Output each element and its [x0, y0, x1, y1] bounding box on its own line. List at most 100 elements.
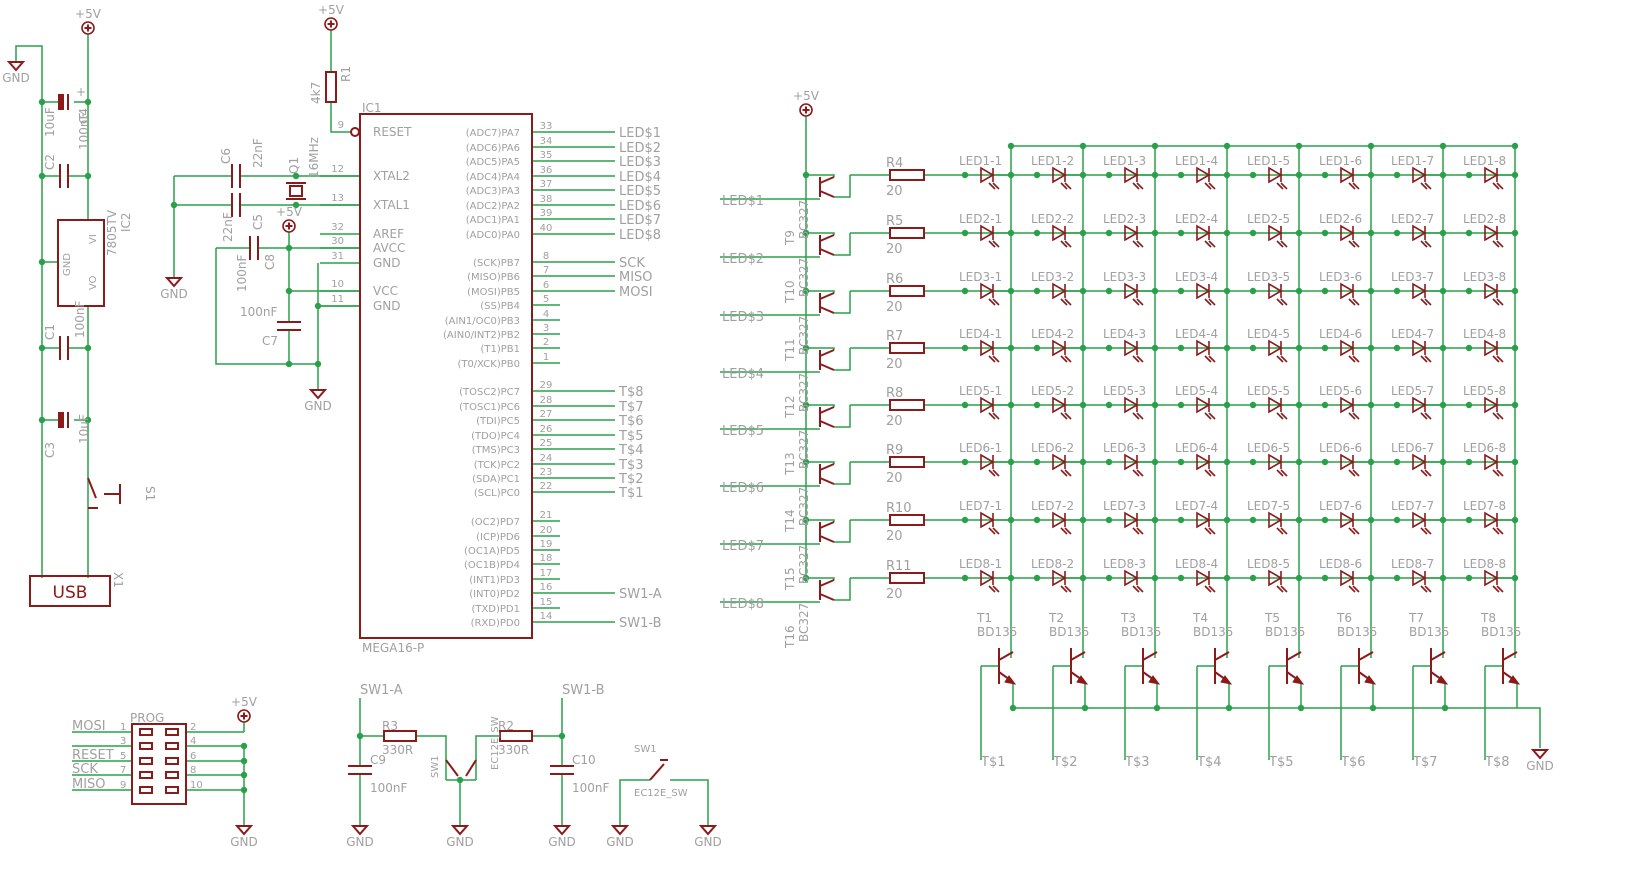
- row-resistor-value: 20: [886, 300, 903, 315]
- junction: [314, 302, 322, 310]
- ground-icon: [164, 277, 184, 288]
- sw1-ref: SW1: [634, 744, 657, 755]
- ground-label: GND: [346, 835, 374, 849]
- junction: [1105, 516, 1113, 524]
- prog-pin-pad: [165, 786, 179, 794]
- c10-ref: C10: [572, 753, 596, 767]
- junction: [1321, 287, 1329, 295]
- led-body: [1124, 224, 1139, 242]
- led-ray: [1064, 469, 1072, 477]
- pin-number-17: 17: [540, 568, 553, 579]
- led-icon: [1412, 339, 1432, 363]
- led-label: LED5-6: [1319, 384, 1362, 398]
- column-transistor: [1502, 651, 1518, 661]
- pin-name-38: (ADC2)PA2: [466, 201, 520, 212]
- ground-icon: [450, 825, 470, 836]
- led-label: LED6-6: [1319, 441, 1362, 455]
- ic2-gnd: GND: [62, 253, 73, 276]
- led-icon: [1196, 453, 1216, 477]
- led-body: [1268, 339, 1283, 357]
- led-icon: [1412, 569, 1432, 593]
- wire: [806, 461, 835, 464]
- gnd-rail: [15, 45, 43, 578]
- junction: [456, 776, 464, 784]
- led-ray: [988, 182, 996, 190]
- pin-number-39: 39: [540, 208, 553, 219]
- led-ray: [1064, 240, 1072, 248]
- led-ray: [1496, 182, 1504, 190]
- vcc-icon: [237, 709, 251, 723]
- row-transistor-part: BC327: [797, 373, 811, 412]
- pin-name-3: (AIN0/INT2)PB2: [443, 330, 520, 341]
- led-icon: [1484, 224, 1504, 248]
- junction: [1007, 142, 1015, 150]
- led-icon: [1124, 339, 1144, 363]
- led-body: [980, 282, 995, 300]
- led-label: LED2-1: [959, 212, 1002, 226]
- led-ray: [988, 355, 996, 363]
- pin-number-21: 21: [540, 510, 553, 521]
- prog-signal: MISO: [72, 777, 106, 792]
- prog-pin-number: 2: [190, 722, 196, 733]
- row-transistor: [819, 521, 835, 529]
- prog-pin-number: 5: [120, 751, 126, 762]
- led-body: [1196, 339, 1211, 357]
- pin-name-19: (OC1A)PD5: [464, 546, 520, 557]
- net-label: SCK: [619, 256, 645, 271]
- led-body: [1340, 224, 1355, 242]
- led-body: [1124, 396, 1139, 414]
- column-net-label: T$7: [1412, 755, 1437, 770]
- wire: [806, 519, 835, 522]
- column-transistor: [1286, 651, 1302, 661]
- led-ray: [1348, 240, 1356, 248]
- pin-name-25: (TMS)PC3: [472, 445, 520, 456]
- led-label: LED3-6: [1319, 270, 1362, 284]
- junction: [1249, 458, 1257, 466]
- vcc-circle: [237, 709, 251, 723]
- led-ray: [1280, 355, 1288, 363]
- column-transistor-ref: T2: [1048, 611, 1064, 625]
- column-transistor-ref: T5: [1264, 611, 1280, 625]
- junction: [1465, 401, 1473, 409]
- led-ray: [1424, 355, 1432, 363]
- row-transistor: [819, 248, 835, 256]
- led-body: [1268, 453, 1283, 471]
- net-label: T$2: [618, 472, 643, 487]
- led-body: [1340, 569, 1355, 587]
- row-resistor-ref: R4: [886, 156, 903, 171]
- junction: [961, 229, 969, 237]
- led-ray: [1060, 298, 1068, 306]
- led-icon: [1412, 453, 1432, 477]
- column-transistor-arrow: [1220, 675, 1233, 685]
- column-transistor-arrow: [1508, 675, 1521, 685]
- column-transistor-part: BD135: [1409, 625, 1449, 639]
- junction: [1393, 229, 1401, 237]
- led-body: [1412, 282, 1427, 300]
- led-body: [1412, 511, 1427, 529]
- led-ray: [1064, 585, 1072, 593]
- led-body: [1196, 282, 1211, 300]
- wire: [330, 102, 352, 133]
- net-label: T$5: [618, 429, 643, 444]
- junction: [1393, 574, 1401, 582]
- junction: [314, 360, 322, 368]
- row-transistor: [819, 420, 835, 428]
- encoder-pushbutton: [649, 763, 665, 781]
- led-icon: [1052, 224, 1072, 248]
- led-ray: [1348, 469, 1356, 477]
- pin-name-30: AVCC: [373, 241, 405, 255]
- row-resistor-ref: R10: [886, 501, 912, 516]
- led-label: LED8-1: [959, 557, 1002, 571]
- prog-signal: SCK: [72, 762, 98, 777]
- led-ray: [1424, 585, 1432, 593]
- led-label: LED2-3: [1103, 212, 1146, 226]
- led-icon: [1268, 396, 1288, 420]
- junction: [1223, 142, 1231, 150]
- led-ray: [1136, 240, 1144, 248]
- led-icon: [1052, 396, 1072, 420]
- row-emitter: [834, 405, 851, 428]
- led-ray: [1352, 240, 1360, 248]
- led-ray: [1348, 527, 1356, 535]
